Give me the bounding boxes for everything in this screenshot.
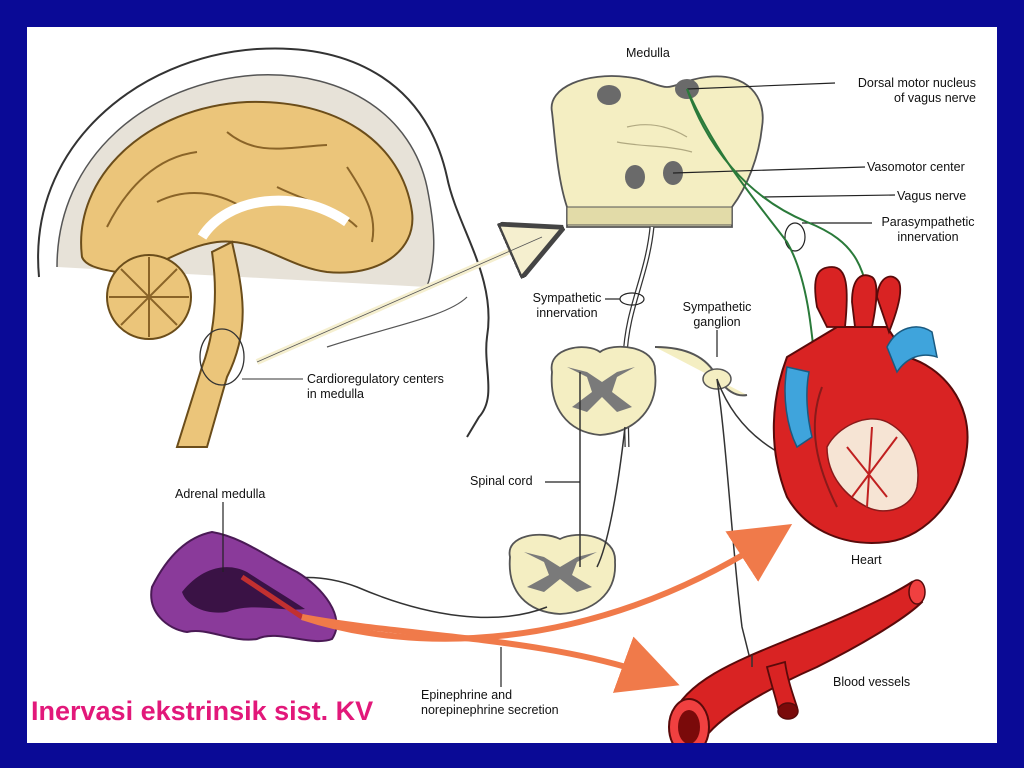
label-sympathetic-innervation-line2: innervation bbox=[536, 306, 598, 320]
label-medulla: Medulla bbox=[626, 46, 670, 60]
label-sympathetic-ganglion: Sympathetic ganglion bbox=[674, 300, 760, 330]
head-cross-section bbox=[37, 47, 490, 448]
adrenal-gland bbox=[150, 502, 338, 643]
heart-illustration bbox=[772, 266, 969, 544]
label-cardioregulatory-line2: in medulla bbox=[307, 387, 364, 401]
secretion-arrow-heart bbox=[301, 523, 793, 642]
label-heart: Heart bbox=[851, 553, 882, 567]
dorsal-motor-nucleus-left bbox=[597, 85, 621, 105]
label-dorsal-motor-nucleus: Dorsal motor nucleus of vagus nerve bbox=[827, 76, 976, 106]
spinal-cord-section-upper bbox=[550, 345, 657, 436]
spinal-cord-section-lower bbox=[508, 533, 616, 615]
diagram-illustration bbox=[37, 47, 969, 743]
brainstem bbox=[175, 240, 244, 448]
label-dorsal-motor-line2: of vagus nerve bbox=[894, 91, 976, 105]
label-cardioregulatory-line1: Cardioregulatory centers bbox=[307, 372, 444, 386]
label-spinal-cord: Spinal cord bbox=[470, 474, 533, 488]
blood-vessels-illustration bbox=[668, 579, 926, 743]
medulla-section bbox=[550, 75, 764, 228]
label-cardioregulatory-centers: Cardioregulatory centers in medulla bbox=[307, 372, 444, 402]
label-sympathetic-ganglion-line2: ganglion bbox=[693, 315, 741, 329]
diagram-canvas: Medulla Dorsal motor nucleus of vagus ne… bbox=[27, 27, 997, 743]
label-epinephrine-secretion: Epinephrine and norepinephrine secretion bbox=[421, 688, 559, 718]
label-parasympathetic-line2: innervation bbox=[897, 230, 959, 244]
label-sympathetic-innervation-line1: Sympathetic bbox=[532, 291, 602, 305]
label-vagus-nerve: Vagus nerve bbox=[897, 189, 967, 203]
label-blood-vessels: Blood vessels bbox=[833, 675, 911, 689]
label-adrenal-medulla: Adrenal medulla bbox=[175, 487, 266, 501]
vasomotor-center-left bbox=[625, 165, 645, 189]
label-dorsal-motor-line1: Dorsal motor nucleus bbox=[857, 76, 976, 90]
secretion-arrow-vessels bbox=[301, 614, 680, 693]
label-epinephrine-line1: Epinephrine and bbox=[421, 688, 513, 702]
label-sympathetic-ganglion-line1: Sympathetic bbox=[682, 300, 752, 314]
label-parasympathetic-line1: Parasympathetic bbox=[881, 215, 975, 229]
label-epinephrine-line2: norepinephrine secretion bbox=[421, 703, 559, 717]
slide-caption: Inervasi ekstrinsik sist. KV bbox=[31, 696, 374, 726]
label-sympathetic-innervation: Sympathetic innervation bbox=[527, 291, 607, 321]
label-parasympathetic-innervation: Parasympathetic innervation bbox=[872, 215, 984, 245]
label-vasomotor-center: Vasomotor center bbox=[867, 160, 965, 174]
